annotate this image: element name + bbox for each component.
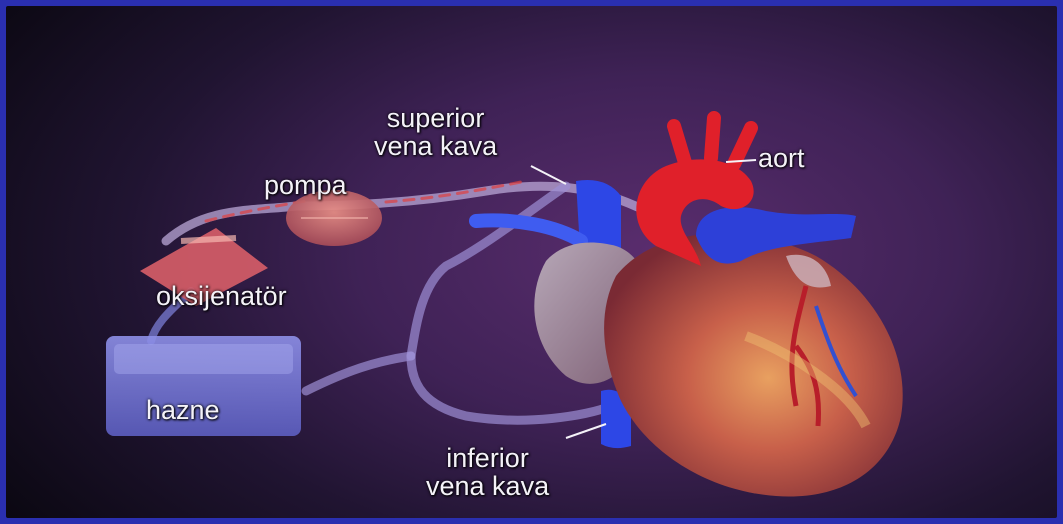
heart-lung-machine-diagram (6, 6, 1057, 518)
inferior-vena-cava-label: inferior vena kava (426, 444, 549, 500)
ventricles (604, 233, 903, 496)
superior-vena-cava-label-line1: superior (374, 104, 497, 132)
hazne-label: hazne (146, 396, 220, 424)
illustration-frame: superior vena kava aort pompa oksijenatö… (6, 6, 1057, 518)
aortic-branches (674, 118, 751, 166)
superior-vena-cava-label-line2: vena kava (374, 132, 497, 160)
venous-return-tube (306, 356, 411, 391)
aort-label: aort (758, 144, 805, 172)
oksijenator-label: oksijenatör (156, 282, 287, 310)
pompa-label: pompa (264, 171, 347, 199)
inferior-vena-cava-label-line2: vena kava (426, 472, 549, 500)
inferior-vena-cava-label-line1: inferior (426, 444, 549, 472)
superior-vena-cava-label: superior vena kava (374, 104, 497, 160)
heart (534, 118, 902, 496)
